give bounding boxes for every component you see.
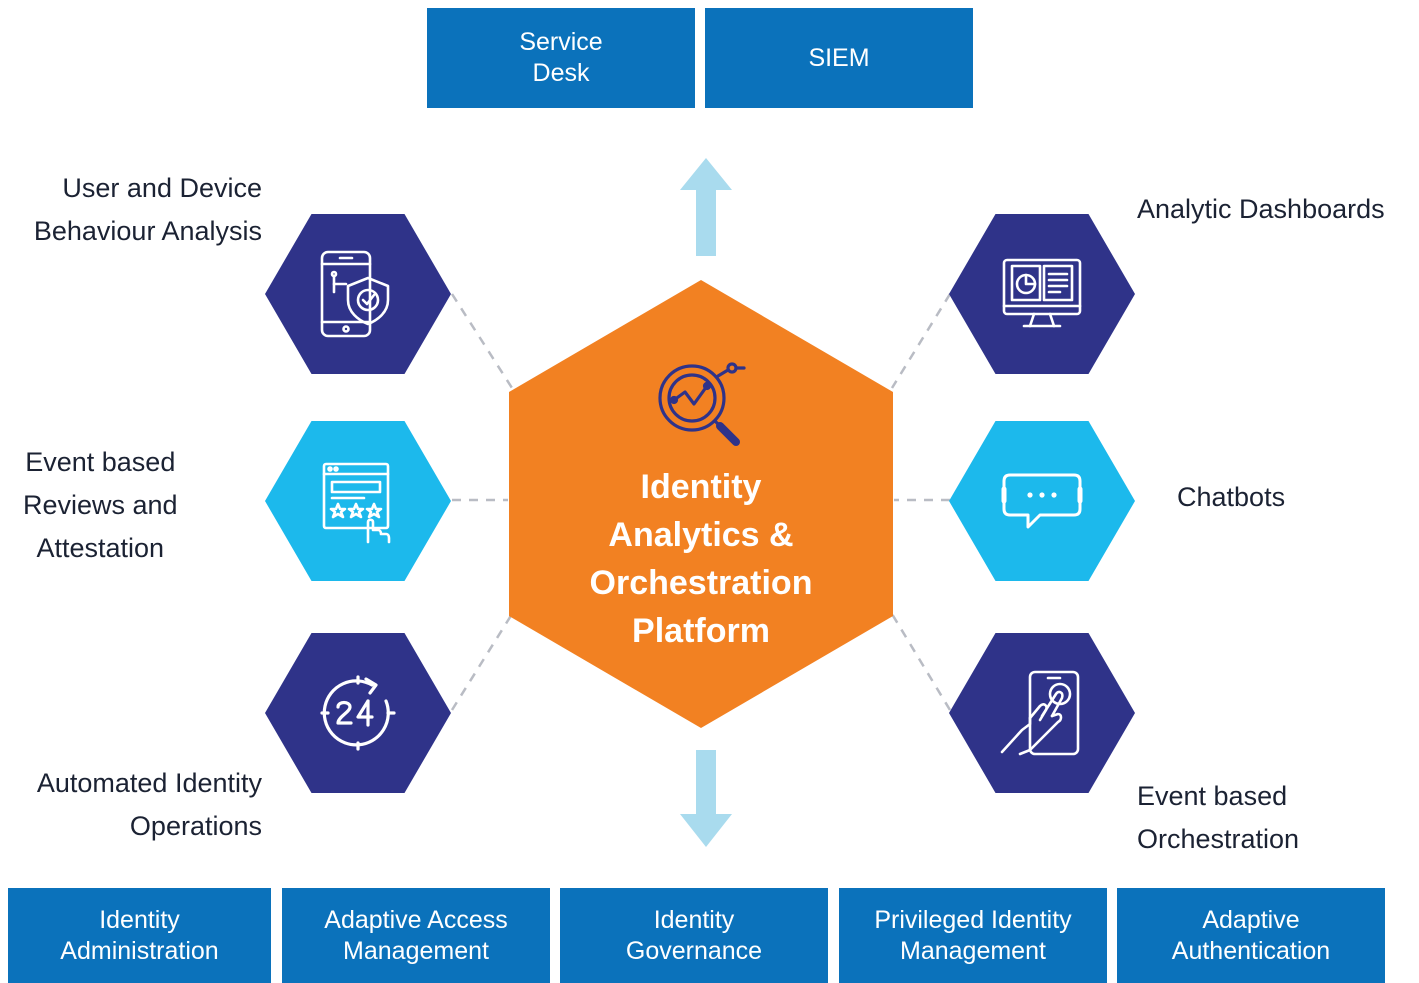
adaptive-authentication-label: Adaptive Authentication [1171,905,1331,965]
service-desk-box[interactable]: Service Desk [427,8,695,108]
rating-review-icon [322,462,391,544]
mobile-shield-icon [320,250,390,338]
identity-administration-label: Identity Administration [60,905,219,965]
arrow-down [680,750,732,847]
identity-governance-label: Identity Governance [625,905,763,965]
identity-governance-box[interactable]: Identity Governance [560,888,828,983]
hex-event-orchestration[interactable] [949,633,1135,793]
privileged-identity-management-label: Privileged Identity Management [874,905,1072,965]
chat-bubble-icon [1001,473,1083,529]
label-automated-operations: Automated Identity Operations [36,768,262,841]
analytics-magnifier-icon [658,362,746,446]
identity-administration-box[interactable]: Identity Administration [8,888,271,983]
label-analytic-dashboards: Analytic Dashboards [1137,194,1385,224]
label-event-orchestration: Event based Orchestration [1137,781,1300,854]
service-desk-label: Service Desk [519,28,603,87]
adaptive-authentication-box[interactable]: Adaptive Authentication [1117,888,1385,983]
adaptive-access-management-box[interactable]: Adaptive Access Management [282,888,550,983]
label-chatbots: Chatbots [1177,482,1286,512]
label-user-device-behaviour: User and Device Behaviour Analysis [33,173,262,246]
connector-bottom-left [450,613,514,711]
connector-bottom-right [890,613,952,711]
arrow-up [680,158,732,256]
connector-top-left [450,293,514,389]
hex-automated-operations[interactable] [265,633,451,793]
clock-24-icon [320,675,396,751]
dashboard-monitor-icon [1002,258,1082,328]
connector-top-right [890,293,952,389]
privileged-identity-management-box[interactable]: Privileged Identity Management [839,888,1107,983]
center-platform-title: Identity Analytics & Orchestration Platf… [589,468,813,650]
siem-label: SIEM [808,43,870,72]
siem-box[interactable]: SIEM [705,8,973,108]
label-event-reviews: Event based Reviews and Attestation [23,447,178,563]
adaptive-access-management-label: Adaptive Access Management [324,905,508,965]
touch-tablet-icon [1000,670,1080,756]
